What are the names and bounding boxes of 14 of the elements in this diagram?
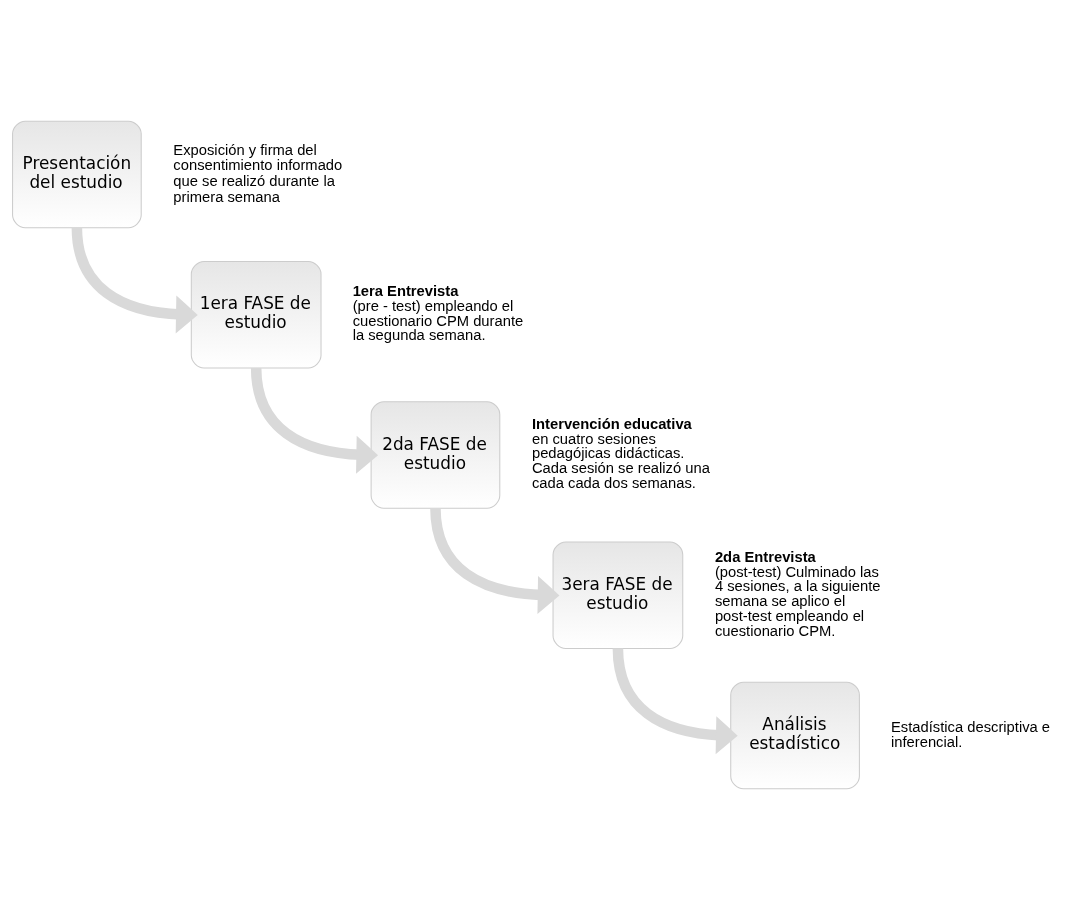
node-label: Estadística descriptiva e inferencial. (891, 718, 1051, 751)
arrow (71, 227, 198, 334)
node-box: 2da FASE de estudio (370, 401, 501, 509)
node-box: Análisis estadístico (730, 681, 860, 790)
node-label: Exposición y firma del consentimiento informado que se realizó durante la primera semana (173, 141, 343, 206)
node-box: 3era FASE de estudio (552, 541, 684, 650)
node-box: 1era FASE de estudio (190, 260, 322, 369)
node-box: Presentación del estudio (12, 120, 142, 229)
arrow (250, 367, 379, 474)
arrow (612, 648, 738, 755)
node-label: Intervención educativa en cuatro sesiones pedagójicas didácticas. Cada sesión se realizó una cada cada dos semanas. (531, 415, 710, 491)
arrow (430, 507, 560, 615)
node-label: 1era Entrevista (pre - test) empleando el cuestionario CPM durante la segunda semana. (352, 282, 524, 344)
node-label: 2da Entrevista (post-test) Culminado las 4 sesiones, a la siguiente semana se aplico el post-test empleando el cuestionario CPM. (714, 548, 881, 639)
